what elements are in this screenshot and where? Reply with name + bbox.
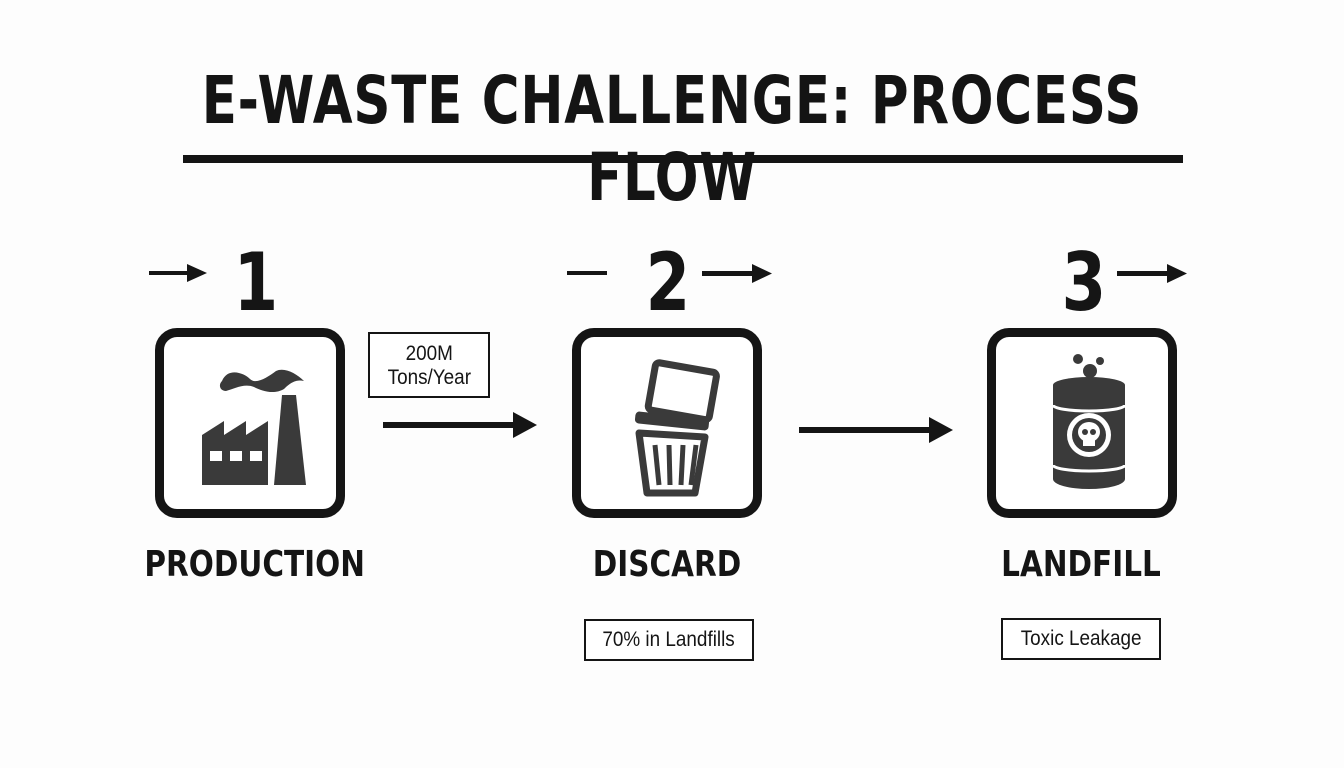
production-volume-line1: 200M: [405, 342, 453, 365]
discard-to-landfill-arrow: [799, 417, 953, 443]
discard-note: 70% in Landfills: [602, 628, 736, 651]
production-volume-tag: 200M Tons/Year: [368, 332, 490, 398]
step-1-number: 1: [233, 236, 279, 329]
step-2-box: [572, 328, 762, 518]
step-1-lead-arrowhead: [187, 264, 207, 282]
step-3-label: LANDFILL: [1001, 544, 1161, 585]
step-2-label: DISCARD: [592, 544, 742, 585]
step-1-box: [155, 328, 345, 518]
title-underline: [183, 155, 1183, 163]
step-2-number: 2: [645, 236, 691, 329]
step-1-label: PRODUCTION: [144, 544, 365, 585]
production-volume-line2: Tons/Year: [387, 366, 471, 389]
step-2-trail-arrow: [702, 264, 772, 283]
step-3-number: 3: [1061, 236, 1107, 329]
factory-icon: [202, 369, 306, 485]
step-3-box: [987, 328, 1177, 518]
step-1-lead-dash: [149, 271, 187, 275]
step-2-lead-dash: [567, 271, 607, 275]
production-to-discard-arrow: [383, 412, 537, 438]
landfill-note: Toxic Leakage: [1020, 627, 1142, 650]
landfill-note-tag: Toxic Leakage: [1001, 618, 1161, 660]
discard-note-tag: 70% in Landfills: [584, 619, 754, 661]
step-3-trail-arrow: [1117, 264, 1187, 283]
toxic-barrel-icon: [1051, 354, 1127, 489]
computer-in-trash-can-icon: [634, 359, 720, 497]
diagram-title: E-WASTE CHALLENGE: PROCESS FLOW: [201, 62, 1143, 216]
